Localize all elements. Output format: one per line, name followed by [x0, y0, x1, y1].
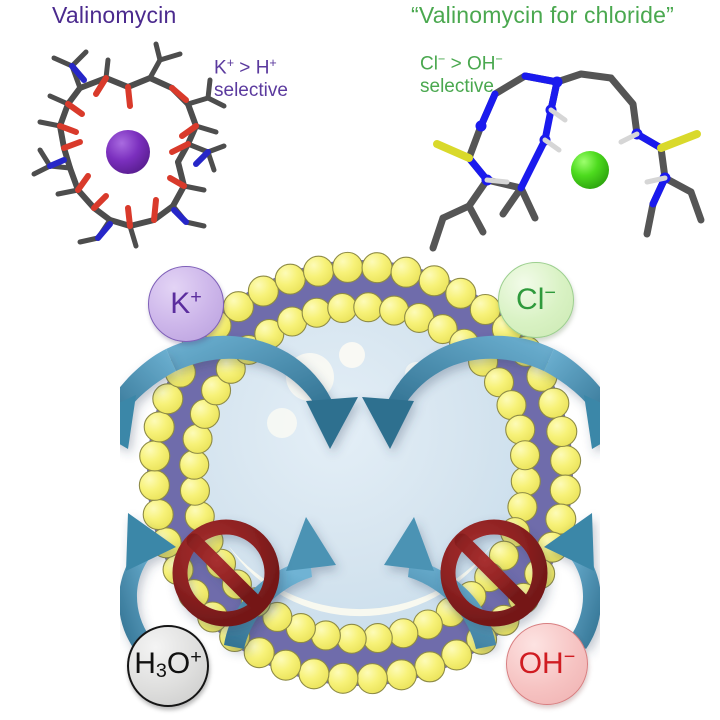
lipid-head-group — [441, 639, 473, 671]
lipid-head-group — [336, 623, 367, 654]
lipid-head-group — [356, 663, 388, 695]
selectivity-line-1: K+ > H+ — [214, 56, 288, 79]
arrow-k-outward — [120, 349, 176, 449]
sel-right-comparator: > — [450, 53, 462, 75]
lipid-head-group — [353, 292, 384, 323]
lipid-head-group — [445, 277, 477, 309]
lipid-bilayer-band — [147, 260, 573, 686]
lipid-head-group — [505, 414, 536, 445]
ion-label-hydroxide: OH− — [518, 645, 576, 680]
lipid-head-group — [270, 649, 302, 681]
chloride-receptor-structure — [429, 70, 705, 252]
ion-badge-chloride[interactable]: Cl− — [498, 262, 574, 338]
lumen-highlight-blob — [339, 342, 365, 368]
lipid-head-group — [138, 469, 170, 501]
chloride-ion-sphere — [571, 151, 609, 189]
prohibition-slash-icon — [454, 533, 534, 613]
sel-right-charge-b: − — [495, 52, 503, 66]
ion-badge-potassium[interactable]: K+ — [148, 266, 224, 342]
lipid-head-group — [549, 474, 581, 506]
prohibition-ring-icon — [440, 519, 548, 627]
lipid-head-group — [179, 449, 210, 480]
lipid-head-group — [301, 297, 332, 328]
lipid-head-group — [510, 466, 541, 497]
lipid-head-group — [546, 415, 578, 448]
lipid-head-group — [488, 540, 520, 571]
arrow-cl-outward — [544, 349, 600, 449]
lipid-head-group — [361, 252, 393, 284]
prohibition-ring-icon — [172, 519, 280, 627]
lipid-head-group — [509, 440, 541, 471]
arrow-cl-influx — [362, 335, 554, 449]
prohibition-sign-right — [440, 519, 548, 627]
ion-badge-hydroxide[interactable]: OH− — [506, 623, 588, 705]
lipid-head-group — [152, 383, 184, 415]
lipid-head-group — [385, 659, 418, 691]
lipid-head-group — [298, 658, 330, 690]
prohibition-sign-left — [172, 519, 280, 627]
lipid-head-group — [262, 601, 293, 633]
lipid-head-group — [388, 618, 419, 649]
lipid-head-group — [414, 651, 446, 683]
lumen-highlight-blob — [267, 408, 297, 438]
arrow-k-influx — [166, 335, 358, 449]
lipid-head-group — [427, 313, 458, 345]
sel-left-charge-b: + — [269, 56, 277, 70]
lipid-head-group — [327, 292, 358, 324]
page-title-left: Valinomycin — [52, 2, 177, 28]
valinomycin-structure — [31, 41, 227, 249]
sel-left-comparator: > — [239, 57, 251, 79]
lipid-head-group — [182, 423, 213, 454]
lipid-head-group — [362, 622, 393, 654]
lipid-head-group — [327, 662, 359, 694]
lipid-head-group — [243, 637, 275, 669]
lipid-head-group — [143, 411, 175, 443]
lipid-head-group — [247, 275, 279, 307]
arrow-h3o-outward — [120, 513, 176, 649]
selectivity-label-left: K+ > H+ selective — [214, 56, 288, 103]
ion-label-chloride: Cl− — [516, 281, 556, 316]
sel-right-charge-a: − — [437, 52, 446, 66]
arrow-oh-outward — [544, 513, 600, 649]
sel-left-species-a: K — [214, 57, 227, 79]
lipid-head-group — [550, 445, 582, 477]
lipid-head-group — [390, 256, 422, 288]
lipid-head-group — [538, 387, 570, 419]
lipid-head-group — [418, 265, 450, 297]
prohibition-slash-icon — [186, 533, 266, 613]
lipid-head-group — [274, 263, 306, 295]
lipid-head-group — [379, 295, 410, 326]
selectivity-label-right: Cl− > OH− selective — [420, 52, 503, 99]
lipid-head-group — [310, 620, 341, 651]
sel-left-species-b: H — [255, 57, 270, 79]
ion-label-potassium: K+ — [170, 285, 202, 320]
selectivity-line-2: selective — [420, 76, 494, 98]
sel-left-charge-a: + — [226, 56, 235, 70]
lipid-vesicle-diagram — [120, 251, 600, 695]
selectivity-line-1: Cl− > OH− — [420, 52, 503, 75]
page-title-right: “Valinomycin for chloride” — [411, 2, 674, 28]
potassium-ion-sphere — [106, 130, 150, 174]
lumen-highlight-crescent — [228, 545, 492, 617]
sel-right-species-b: OH — [466, 53, 496, 75]
ion-label-hydronium: H3O+ — [134, 645, 202, 683]
sel-right-species-a: Cl — [420, 53, 438, 75]
ion-badge-hydronium[interactable]: H3O+ — [127, 625, 209, 707]
lipid-head-group — [545, 503, 577, 535]
lipid-head-group — [332, 251, 364, 283]
lipid-head-group — [200, 375, 232, 406]
lipid-head-group — [139, 440, 171, 472]
lipid-head-group — [142, 498, 174, 531]
vesicle-lumen — [202, 315, 518, 631]
lipid-head-group — [302, 255, 335, 287]
lipid-head-group — [507, 492, 538, 523]
selectivity-line-2: selective — [214, 80, 288, 102]
lipid-head-group — [179, 475, 210, 506]
